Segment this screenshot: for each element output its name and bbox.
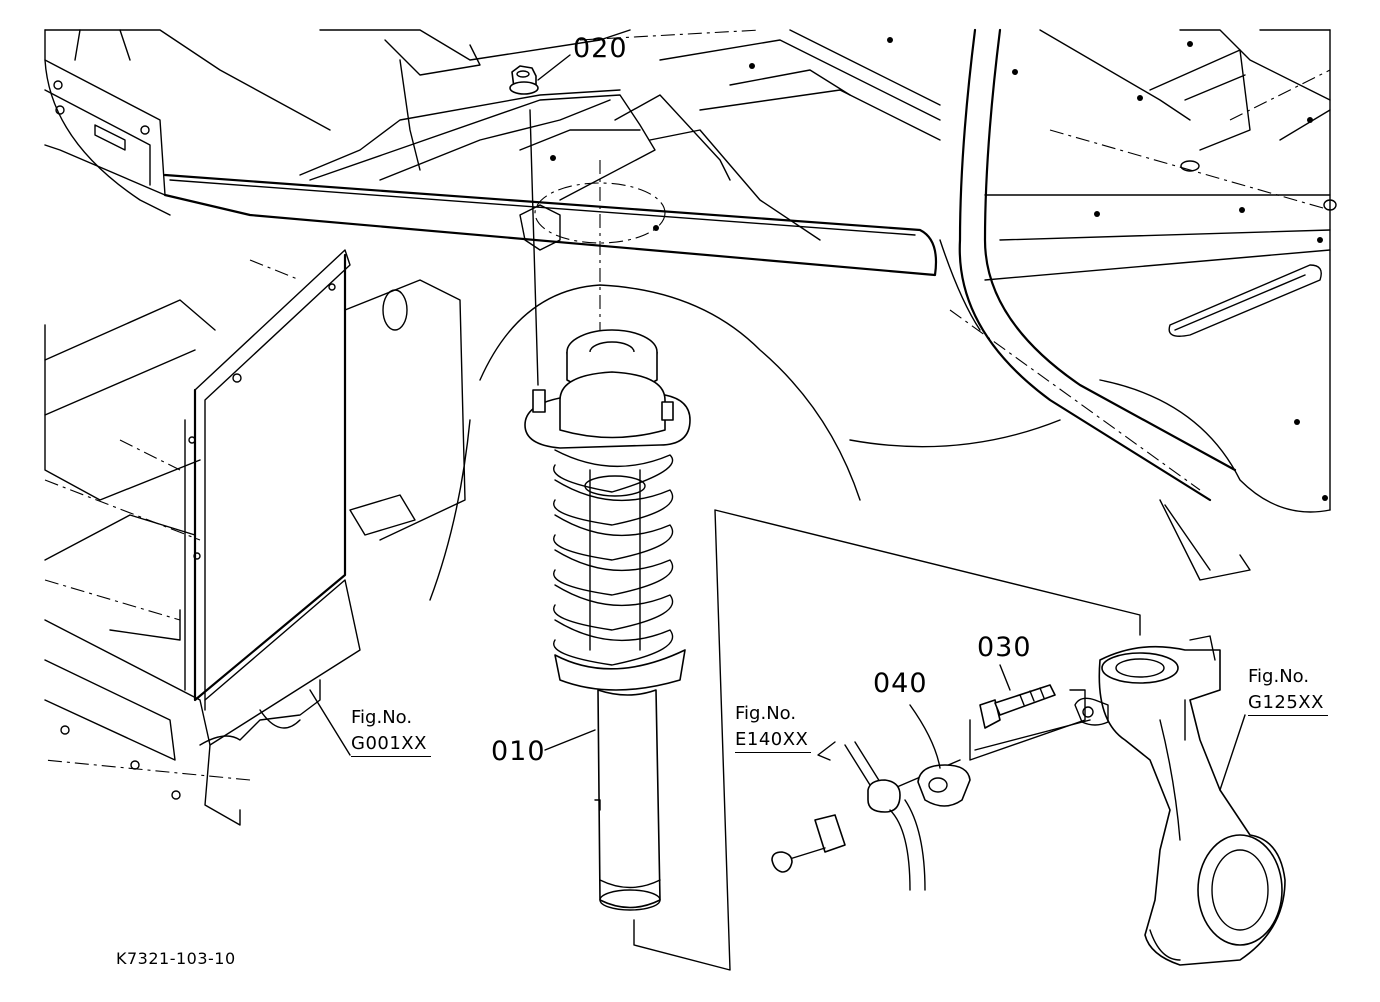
part-label-030: 030 xyxy=(977,632,1032,663)
leader-lines xyxy=(309,54,1246,791)
figure-ref-g125xx-code: G125XX xyxy=(1248,694,1328,716)
part-label-020: 020 xyxy=(573,33,628,64)
strut-assembly-010 xyxy=(524,329,691,911)
part-label-040: 040 xyxy=(873,668,928,699)
steering-knuckle xyxy=(1074,635,1286,966)
chassis-frame xyxy=(44,28,1337,826)
figure-ref-e140xx-prefix: Fig.No. xyxy=(735,703,797,724)
flange-nut-020 xyxy=(509,65,539,95)
figure-ref-e140xx-code: E140XX xyxy=(735,731,811,753)
figure-ref-g125xx-prefix: Fig.No. xyxy=(1248,666,1310,687)
drawing-id: K7321-103-10 xyxy=(116,949,236,968)
part-label-010: 010 xyxy=(491,736,546,767)
bracket-040 xyxy=(917,764,971,807)
brake-hose xyxy=(771,741,926,891)
figure-ref-g001xx-code: G001XX xyxy=(351,735,431,757)
figure-ref-g001xx-prefix: Fig.No. xyxy=(351,707,413,728)
bolt-030 xyxy=(979,684,1056,729)
